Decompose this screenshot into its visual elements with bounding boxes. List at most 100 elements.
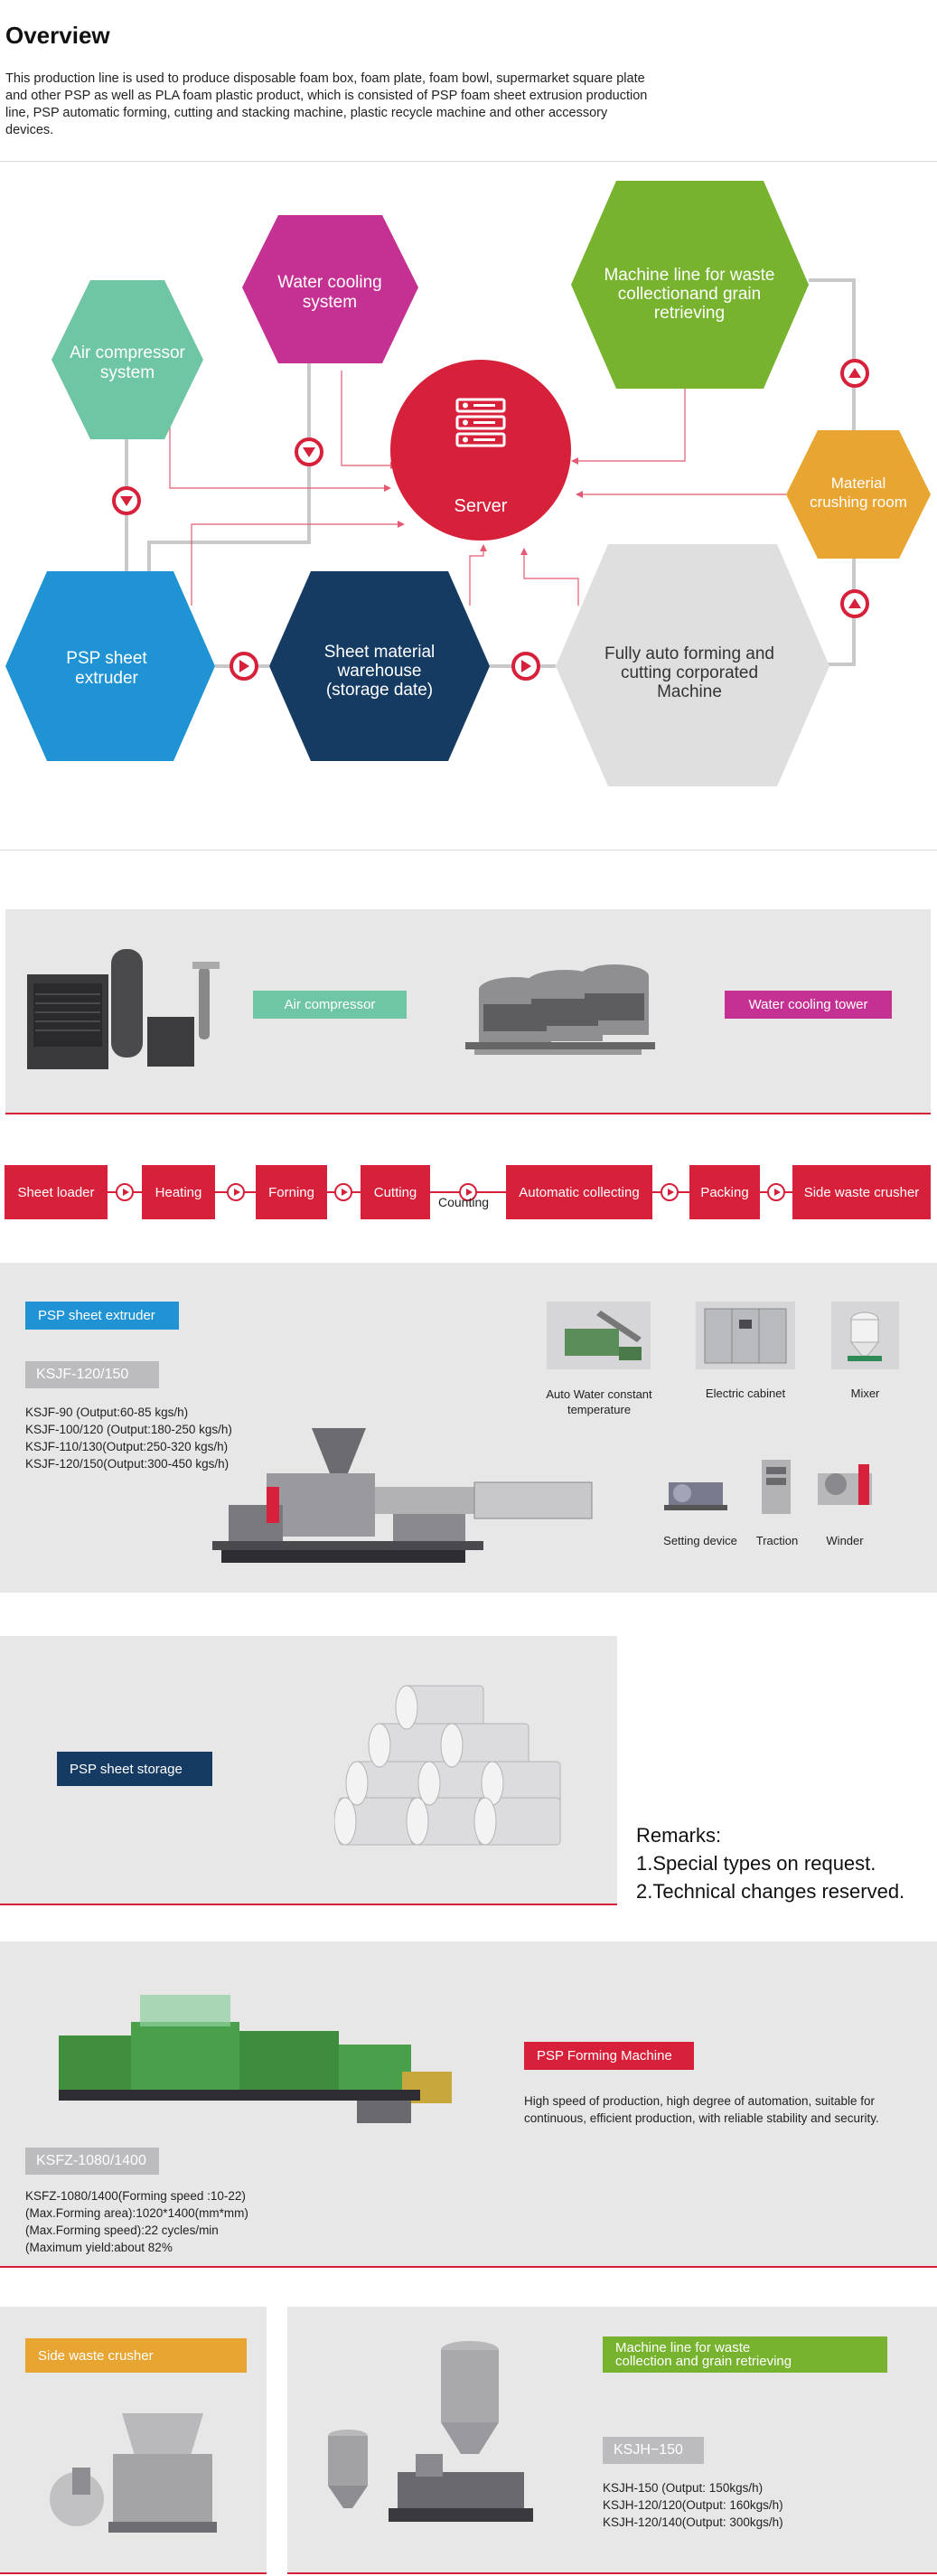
forming-spec: KSFZ-1080/1400(Forming speed :10-22) — [25, 2189, 246, 2203]
extruder-label-2: extruder — [75, 669, 138, 688]
arrow-circle-icon — [840, 359, 869, 388]
section-underline — [287, 2572, 937, 2574]
psp-extruder-hexagon — [5, 571, 215, 761]
air-compressor-label-1: Air compressor — [70, 343, 185, 362]
recycle-spec: KSJH-120/120(Output: 160kgs/h) — [603, 2498, 783, 2512]
recycle-tag-line-1: Machine line for waste — [615, 2340, 751, 2355]
warehouse-hexagon — [269, 571, 490, 761]
forming-description: High speed of production, high degree of… — [524, 2094, 879, 2125]
process-step-heating: Heating — [142, 1165, 215, 1219]
remark-item: 1.Special types on request. — [636, 1852, 876, 1875]
recycle-model-badge: KSJH−150 — [603, 2437, 704, 2464]
overview-description: This production line is used to produce … — [5, 71, 648, 137]
extruder-model-badge: KSJF-120/150 — [25, 1361, 159, 1388]
traction-image — [762, 1460, 791, 1514]
recycle-machine-tag: Machine line for waste collection and gr… — [603, 2336, 887, 2373]
arrow-circle-icon — [112, 486, 141, 515]
extruder-spec: KSJF-90 (Output:60-85 kgs/h) — [25, 1406, 189, 1419]
forming-label-2: cutting corporated — [621, 663, 758, 682]
auto-water-caption-2: temperature — [567, 1403, 632, 1416]
divider — [0, 850, 937, 851]
section-underline — [0, 2572, 267, 2574]
remark-item: 2.Technical changes reserved. — [636, 1880, 905, 1903]
water-cooling-tower-tag: Water cooling tower — [725, 991, 892, 1019]
extruder-image — [212, 1428, 593, 1563]
overview-title: Overview — [5, 22, 110, 49]
process-step-sheet-loader: Sheet loader — [5, 1165, 108, 1219]
crushing-label-1: Material — [831, 475, 885, 492]
air-compressor-image — [27, 949, 220, 1069]
air-compressor-tag: Air compressor — [253, 991, 407, 1019]
section-underline — [5, 1113, 931, 1114]
setting-device-caption: Setting device — [663, 1534, 737, 1547]
psp-forming-machine-tag: PSP Forming Machine — [524, 2042, 694, 2070]
forming-machine-image — [59, 1995, 452, 2123]
arrow-circle-icon — [490, 652, 556, 681]
system-diagram: Air compressor system Water cooling syst… — [5, 181, 931, 786]
auto-water-caption-1: Auto Water constant — [546, 1387, 652, 1401]
air-compressor-hexagon — [52, 280, 203, 439]
remarks: Remarks: 1.Special types on request. 2.T… — [636, 1821, 904, 1905]
forming-machine-hexagon — [556, 544, 829, 786]
arrow-circle-icon — [227, 1183, 245, 1201]
forming-spec: (Max.Forming speed):22 cycles/min — [25, 2223, 219, 2237]
server-node — [390, 360, 571, 541]
recycle-machine-hexagon — [571, 181, 809, 389]
process-step-cutting: Cutting — [361, 1165, 430, 1219]
crusher-image — [50, 2413, 217, 2533]
extruder-specs: KSJF-90 (Output:60-85 kgs/h) KSJF-100/12… — [25, 1404, 232, 1472]
process-step-forning: Forning — [256, 1165, 327, 1219]
psp-sheet-storage-tag: PSP sheet storage — [57, 1752, 212, 1786]
forming-model-badge: KSFZ-1080/1400 — [25, 2148, 159, 2175]
arrow-circle-icon — [767, 1183, 785, 1201]
mixer-image — [831, 1302, 899, 1369]
water-cooling-label-1: Water cooling — [277, 273, 381, 292]
air-compressor-label-2: system — [100, 363, 155, 382]
water-cooling-label-2: system — [303, 293, 357, 312]
divider — [0, 161, 937, 162]
water-cooling-tower-image — [465, 964, 655, 1055]
server-label: Server — [454, 496, 508, 516]
arrow-circle-icon — [295, 437, 323, 466]
extruder-spec: KSJF-110/130(Output:250-320 kgs/h) — [25, 1440, 229, 1453]
counting-label: Counting — [438, 1195, 490, 1209]
recycle-label-2: collectionand grain — [618, 285, 761, 304]
extruder-spec: KSJF-100/120 (Output:180-250 kgs/h) — [25, 1423, 232, 1436]
psp-sheet-extruder-tag: PSP sheet extruder — [25, 1302, 179, 1330]
warehouse-label-1: Sheet material — [324, 643, 436, 662]
electric-cabinet-caption: Electric cabinet — [705, 1387, 786, 1400]
process-step-automatic-collecting: Automatic collecting — [506, 1165, 652, 1219]
auto-water-temperature-image — [547, 1302, 651, 1369]
winder-image — [818, 1464, 872, 1505]
arrow-circle-icon — [661, 1183, 679, 1201]
extruder-label-1: PSP sheet — [66, 649, 147, 668]
recycle-tag-line-2: collection and grain retrieving — [615, 2354, 792, 2369]
arrow-circle-icon — [840, 589, 869, 618]
winder-caption: Winder — [826, 1534, 864, 1547]
section-underline — [0, 1904, 617, 1905]
traction-caption: Traction — [755, 1534, 799, 1547]
crushing-label-2: crushing room — [810, 494, 907, 511]
arrow-circle-icon — [215, 652, 269, 681]
recycle-label-1: Machine line for waste — [604, 266, 774, 285]
setting-device-image — [664, 1482, 727, 1510]
recycle-specs: KSJH-150 (Output: 150kgs/h) KSJH-120/120… — [603, 2479, 783, 2531]
recycle-spec: KSJH-120/140(Output: 300kgs/h) — [603, 2515, 783, 2529]
extruder-spec: KSJF-120/150(Output:300-450 kgs/h) — [25, 1457, 230, 1471]
side-waste-crusher-tag: Side waste crusher — [25, 2338, 247, 2373]
forming-specs: KSFZ-1080/1400(Forming speed :10-22) (Ma… — [25, 2187, 248, 2256]
arrow-circle-icon — [459, 1183, 477, 1201]
forming-label-1: Fully auto forming and — [604, 644, 774, 663]
warehouse-label-2: warehouse — [337, 662, 422, 681]
forming-spec: (Max.Forming area):1020*1400(mm*mm) — [25, 2206, 248, 2220]
remarks-title: Remarks: — [636, 1824, 722, 1847]
process-step-packing: Packing — [689, 1165, 760, 1219]
arrow-circle-icon — [116, 1183, 134, 1201]
process-step-side-waste-crusher: Side waste crusher — [792, 1165, 931, 1219]
server-icon — [455, 398, 506, 447]
recycle-spec: KSJH-150 (Output: 150kgs/h) — [603, 2481, 764, 2495]
forming-spec: (Maximum yield:about 82% — [25, 2241, 173, 2254]
electric-cabinet-image — [696, 1302, 795, 1369]
mixer-caption: Mixer — [850, 1387, 880, 1400]
material-crushing-hexagon — [786, 430, 931, 559]
